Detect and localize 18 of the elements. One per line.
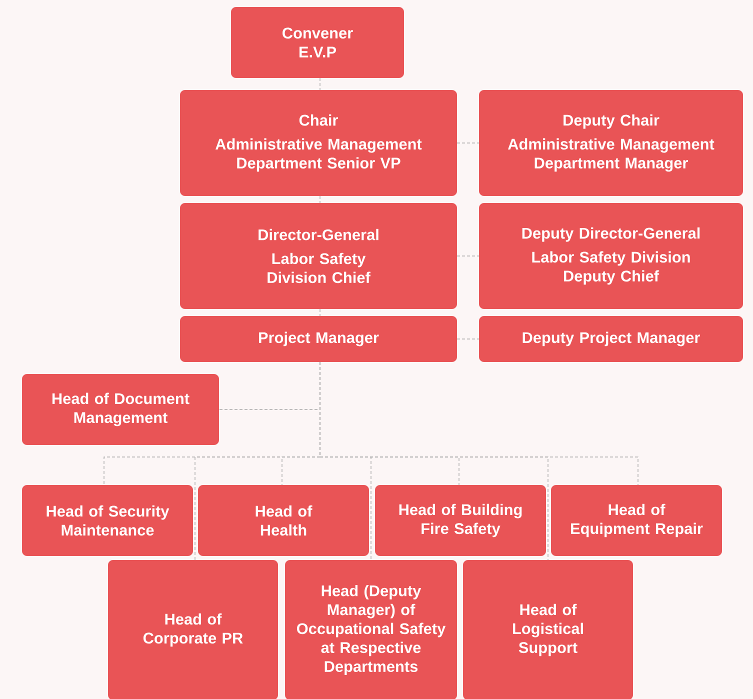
connector-line [456,142,480,144]
org-box: Head of Document Management [22,374,219,445]
org-box: Head of Equipment Repair [551,485,722,556]
org-box: Head of Logistical Support [463,560,633,699]
org-box: Chair Administrative Management Department Senior VP [180,90,457,196]
connector-line [456,338,480,340]
org-box: Head of Corporate PR [108,560,278,699]
org-box: Head (Deputy Manager) of Occupational Safety at Respective Departments [285,560,457,699]
org-box: Director-General Labor Safety Division Chief [180,203,457,309]
org-box: Deputy Project Manager [479,316,743,362]
org-box: Head of Security Maintenance [22,485,193,556]
org-box: Head of Building Fire Safety [375,485,546,556]
org-box: Convener E.V.P [231,7,404,78]
org-box: Project Manager [180,316,457,362]
connector-line [320,362,638,486]
org-box: Deputy Director-General Labor Safety Division Deputy Chief [479,203,743,309]
org-box: Deputy Chair Administrative Management Department Manager [479,90,743,196]
org-box: Head of Health [198,485,369,556]
